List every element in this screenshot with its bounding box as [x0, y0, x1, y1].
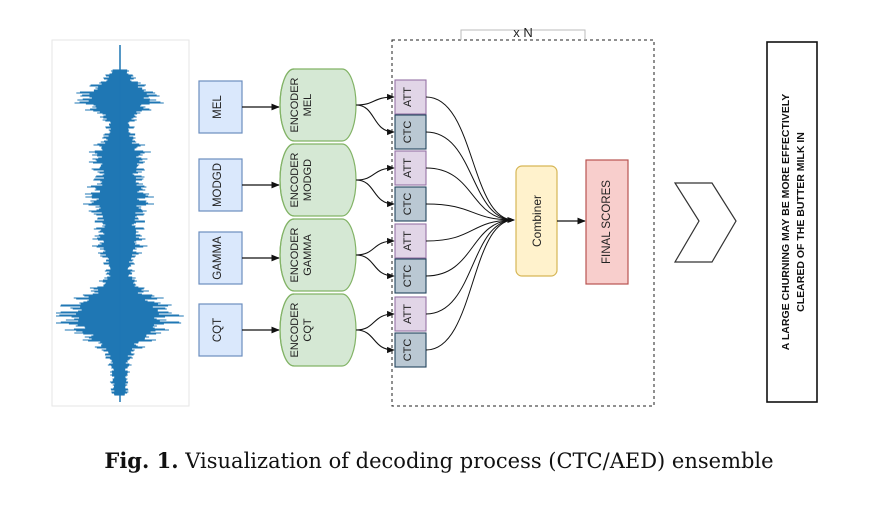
- feature-box-mel: MEL: [198, 80, 280, 134]
- encoder-label-line2: ENCODER: [289, 227, 301, 282]
- caption-text: Visualization of decoding process (CTC/A…: [185, 449, 774, 473]
- encoder-label-line2: ENCODER: [289, 152, 301, 207]
- ctc-to-combiner-curve: [425, 217, 515, 277]
- fork-arrow-att: [355, 237, 395, 256]
- att-label: ATT: [402, 87, 414, 107]
- ctc-label: CTC: [402, 339, 414, 362]
- ctc-label: CTC: [402, 265, 414, 288]
- feature-label: CQT: [212, 318, 224, 342]
- ctc-head: CTC: [394, 332, 427, 368]
- fork-arrow-ctc: [355, 254, 395, 280]
- att-head: ATT: [394, 150, 427, 186]
- att-to-combiner-curve: [425, 217, 515, 315]
- ctc-label: CTC: [402, 121, 414, 144]
- att-head: ATT: [394, 223, 427, 259]
- fork-arrow-att: [355, 164, 395, 181]
- audio-waveform: [56, 45, 184, 402]
- output-text-line2: CLEARED OF THE BUTTER MILK IN: [795, 132, 807, 312]
- encoder-label-line1: MODGD: [302, 159, 314, 201]
- encoder-label-line2: ENCODER: [289, 77, 301, 132]
- feature-box-cqt: CQT: [198, 303, 280, 357]
- decoder-region: x N: [391, 25, 655, 407]
- ctc-to-combiner-curve: [425, 131, 515, 223]
- att-head: ATT: [394, 79, 427, 115]
- decoder-heads: ATT CTC ATT CTC ATT CTC ATT CTC: [355, 79, 427, 368]
- ctc-head: CTC: [394, 114, 427, 150]
- chevron-arrow-icon: [673, 182, 737, 263]
- encoder-cylinders: MELENCODERMODGDENCODERGAMMAENCODERCQTENC…: [279, 68, 357, 367]
- att-to-combiner-curve: [425, 217, 515, 242]
- encoder-label-line1: MEL: [302, 94, 314, 117]
- att-label: ATT: [402, 231, 414, 251]
- decoder-pair-cqt: ATT CTC: [355, 296, 427, 368]
- feature-boxes: MEL MODGD GAMMA CQT: [198, 80, 280, 357]
- output-text-line1: A LARGE CHURNING MAY BE MORE EFFECTIVELY: [780, 94, 792, 351]
- feature-label: MODGD: [212, 163, 224, 207]
- output-transcription-box: A LARGE CHURNING MAY BE MORE EFFECTIVELY…: [766, 41, 818, 403]
- caption-label: Fig. 1.: [104, 448, 179, 473]
- waveform-panel: [51, 39, 190, 407]
- encoder-label-line1: GAMMA: [302, 234, 314, 276]
- encoder-label-line2: ENCODER: [289, 302, 301, 357]
- final-scores-label: FINAL SCORES: [601, 180, 613, 264]
- fork-arrow-ctc: [355, 179, 395, 208]
- att-label: ATT: [402, 158, 414, 178]
- att-to-combiner-curve: [425, 96, 515, 223]
- ctc-to-combiner-curve: [425, 217, 515, 351]
- final-scores-box: FINAL SCORES: [585, 159, 629, 285]
- decoder-pair-gamma: ATT CTC: [355, 223, 427, 294]
- att-head: ATT: [394, 296, 427, 332]
- fork-arrow-ctc: [355, 329, 395, 354]
- feature-box-modgd: MODGD: [198, 158, 280, 212]
- ctc-to-combiner-curve: [425, 203, 515, 223]
- combiner-connections: [425, 96, 515, 351]
- feature-label: GAMMA: [212, 236, 224, 280]
- repeat-label: x N: [513, 25, 533, 40]
- ctc-head: CTC: [394, 186, 427, 222]
- fork-arrow-ctc: [355, 104, 395, 136]
- att-label: ATT: [402, 304, 414, 324]
- decoder-pair-modgd: ATT CTC: [355, 150, 427, 222]
- feature-box-gamma: GAMMA: [198, 231, 280, 285]
- combiner-label: Combiner: [530, 195, 544, 247]
- fork-arrow-att: [355, 310, 395, 331]
- ctc-label: CTC: [402, 193, 414, 216]
- ctc-head: CTC: [394, 258, 427, 294]
- fork-arrow-att: [355, 93, 395, 106]
- encoder-label-line1: CQT: [302, 318, 314, 342]
- feature-label: MEL: [212, 95, 224, 119]
- decoder-pair-mel: ATT CTC: [355, 79, 427, 150]
- figure-caption: Fig. 1. Visualization of decoding proces…: [0, 448, 878, 473]
- combiner-box: Combiner: [515, 165, 558, 277]
- att-to-combiner-curve: [425, 167, 515, 223]
